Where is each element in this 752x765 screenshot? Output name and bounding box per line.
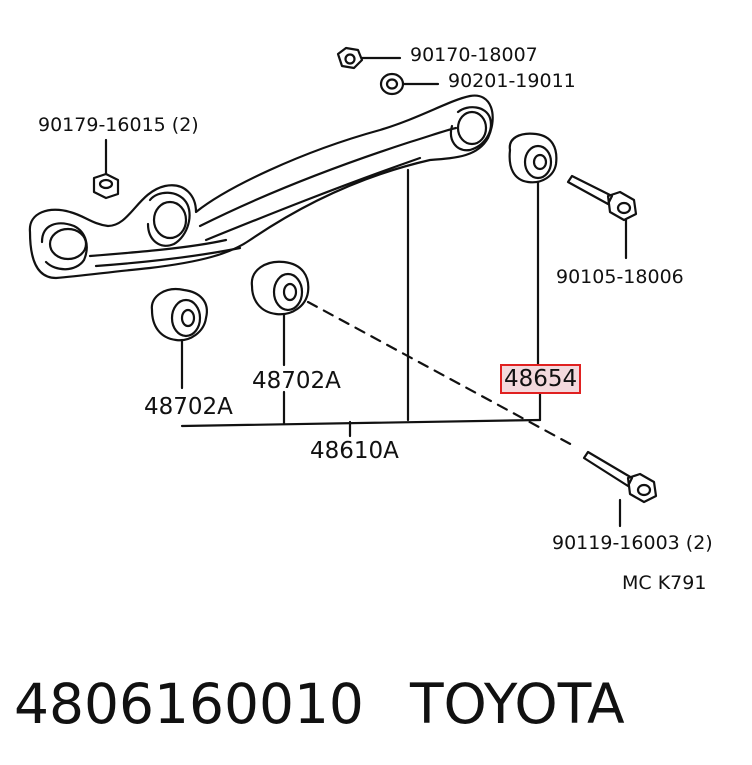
label-bushing-mid: 48702A xyxy=(252,368,341,394)
label-bushing-right: 48654 xyxy=(500,364,582,394)
label-bolt-bottom: 90119-16003 (2) xyxy=(552,532,713,554)
highlight-box: 48654 xyxy=(500,364,582,394)
bolt-right-part xyxy=(566,174,638,222)
part-number: 4806160010 xyxy=(14,672,364,736)
label-code: MC K791 xyxy=(622,572,707,594)
label-nut: 90170-18007 xyxy=(410,44,538,66)
bushing-right-part xyxy=(508,132,558,184)
nut-part xyxy=(336,46,364,70)
control-arm xyxy=(28,94,494,280)
label-washer: 90201-19011 xyxy=(448,70,576,92)
brand-name: TOYOTA xyxy=(409,672,625,736)
bushing-mid-part xyxy=(250,260,310,316)
footer-caption: 4806160010 TOYOTA xyxy=(14,672,625,736)
bushing-left-part xyxy=(150,288,208,342)
label-small-nut: 90179-16015 (2) xyxy=(38,114,199,136)
label-bolt-right: 90105-18006 xyxy=(556,266,684,288)
label-arm: 48610A xyxy=(310,438,399,464)
label-bushing-left: 48702A xyxy=(144,394,233,420)
parts-diagram xyxy=(28,46,658,528)
small-nut-part xyxy=(92,172,120,200)
washer-part xyxy=(379,72,405,96)
bolt-bottom-part xyxy=(582,450,658,504)
